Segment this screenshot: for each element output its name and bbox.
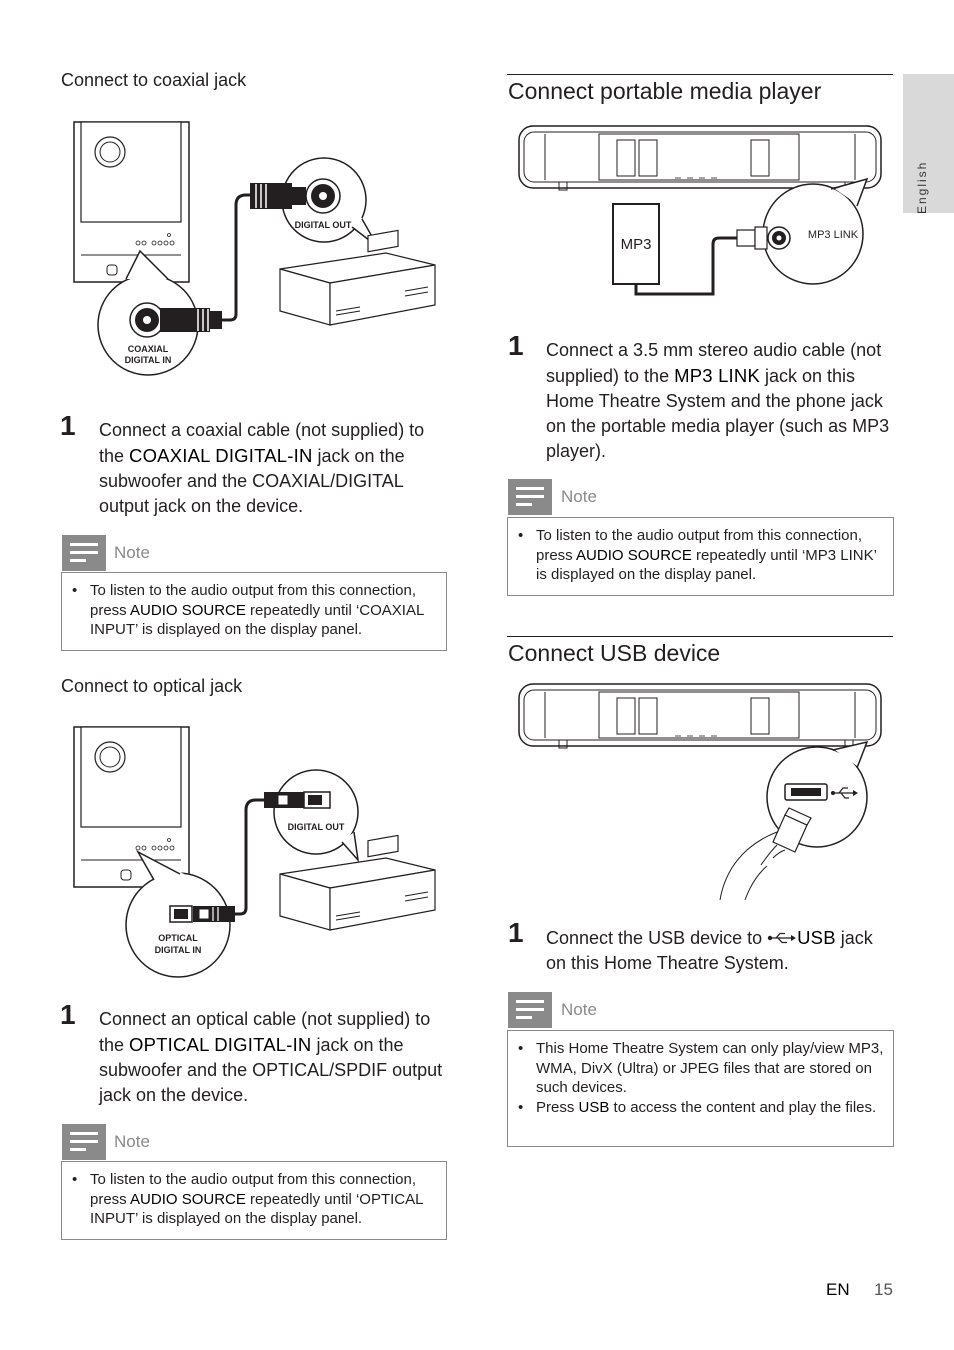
portable-heading: Connect portable media player — [508, 78, 822, 104]
coaxial-note-box: To listen to the audio output from this … — [61, 572, 447, 651]
optical-diagram: OPTICAL DIGITAL IN DIGITAL OUT — [73, 726, 436, 978]
note-icon — [508, 992, 552, 1028]
coaxial-digital-in-label: COAXIAL DIGITAL-IN — [129, 445, 313, 466]
usb-step-text: Connect the USB device to USB jack on th… — [546, 927, 873, 973]
note-icon — [62, 535, 106, 571]
optical-note-box: To listen to the audio output from this … — [61, 1161, 447, 1240]
list-item: To listen to the audio output from this … — [72, 1170, 438, 1229]
language-label: English — [915, 160, 929, 214]
mp3-device-label: MP3 — [621, 236, 652, 253]
mp3-link-port-label: MP3 LINK — [808, 229, 859, 241]
usb-step-number: 1 — [508, 917, 524, 948]
optical-heading: Connect to optical jack — [61, 676, 243, 696]
usb-note-label: Note — [561, 1000, 597, 1019]
usb-icon — [767, 932, 797, 944]
section-rule — [507, 74, 893, 75]
section-rule — [507, 636, 893, 637]
list-item: This Home Theatre System can only play/v… — [518, 1039, 885, 1098]
coax-device-port: DIGITAL OUT — [295, 220, 352, 230]
usb-note-box: This Home Theatre System can only play/v… — [507, 1030, 894, 1147]
note-icon — [62, 1124, 106, 1160]
portable-step-text: Connect a 3.5 mm stereo audio cable (not… — [546, 340, 890, 461]
footer-language: EN — [826, 1280, 850, 1299]
optical-step-number: 1 — [60, 999, 76, 1030]
optical-device-port: DIGITAL OUT — [288, 822, 345, 832]
coaxial-step-text: Connect a coaxial cable (not supplied) t… — [99, 420, 425, 516]
page-number: 15 — [874, 1280, 893, 1299]
optical-sub-port-line2: DIGITAL IN — [155, 945, 202, 955]
coax-sub-port-line1: COAXIAL — [128, 344, 169, 354]
language-tab: English — [903, 74, 954, 214]
usb-diagram — [518, 683, 882, 901]
portable-step-number: 1 — [508, 330, 524, 361]
list-item: To listen to the audio output from this … — [72, 581, 438, 640]
optical-sub-port-line1: OPTICAL — [158, 933, 198, 943]
optical-note-label: Note — [114, 1132, 150, 1151]
mp3-link-label: MP3 LINK — [674, 365, 761, 386]
usb-label: USB — [797, 927, 836, 948]
coaxial-diagram: COAXIAL DIGITAL IN DIGITAL OUT — [73, 121, 436, 376]
optical-digital-in-label: OPTICAL DIGITAL-IN — [129, 1034, 312, 1055]
note-icon — [508, 479, 552, 515]
portable-note-label: Note — [561, 487, 597, 506]
portable-note-box: To listen to the audio output from this … — [507, 517, 894, 596]
coaxial-step-number: 1 — [60, 410, 76, 441]
coaxial-note-label: Note — [114, 543, 150, 562]
coaxial-heading: Connect to coaxial jack — [61, 70, 247, 90]
optical-step-text: Connect an optical cable (not supplied) … — [99, 1009, 443, 1105]
usb-heading: Connect USB device — [508, 640, 721, 666]
list-item: To listen to the audio output from this … — [518, 526, 885, 585]
coax-sub-port-line2: DIGITAL IN — [125, 355, 172, 365]
list-item: Press USB to access the content and play… — [518, 1098, 885, 1118]
portable-diagram: MP3 MP3 LINK — [518, 125, 882, 296]
